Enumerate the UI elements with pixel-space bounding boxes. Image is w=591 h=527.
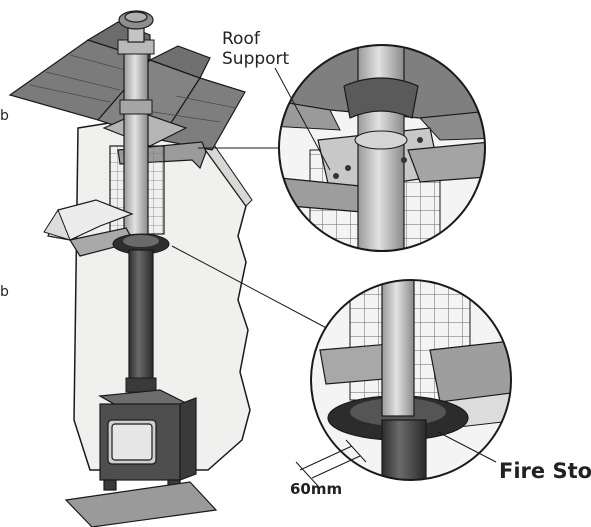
flue-pipe <box>128 249 154 397</box>
chimney-cowl <box>118 10 154 43</box>
label-roof-support-line1: Roof <box>222 29 261 49</box>
edge-char-mid: b <box>0 284 9 300</box>
label-roof-support-line2: Support <box>222 49 290 69</box>
inset-roof-outline <box>278 44 486 252</box>
leader-line-floor <box>171 245 335 333</box>
label-dimension: 60mm <box>290 480 342 498</box>
inset-roof-support <box>278 44 486 252</box>
leader-line-roof-support-label <box>274 67 331 171</box>
twin-wall-pipe <box>123 51 149 239</box>
main-illustration <box>8 10 335 527</box>
edge-char-top: b <box>0 108 9 124</box>
inset-fire-stop-outline <box>310 279 512 481</box>
wood-stove <box>98 389 197 491</box>
leader-line-fire-stop <box>437 431 497 463</box>
floor-joist-left <box>47 199 134 241</box>
dimension-60mm <box>295 439 367 487</box>
label-fire-stop: Fire Stop <box>499 459 591 483</box>
hearth-plate <box>64 481 218 527</box>
inset-fire-stop <box>310 279 512 481</box>
